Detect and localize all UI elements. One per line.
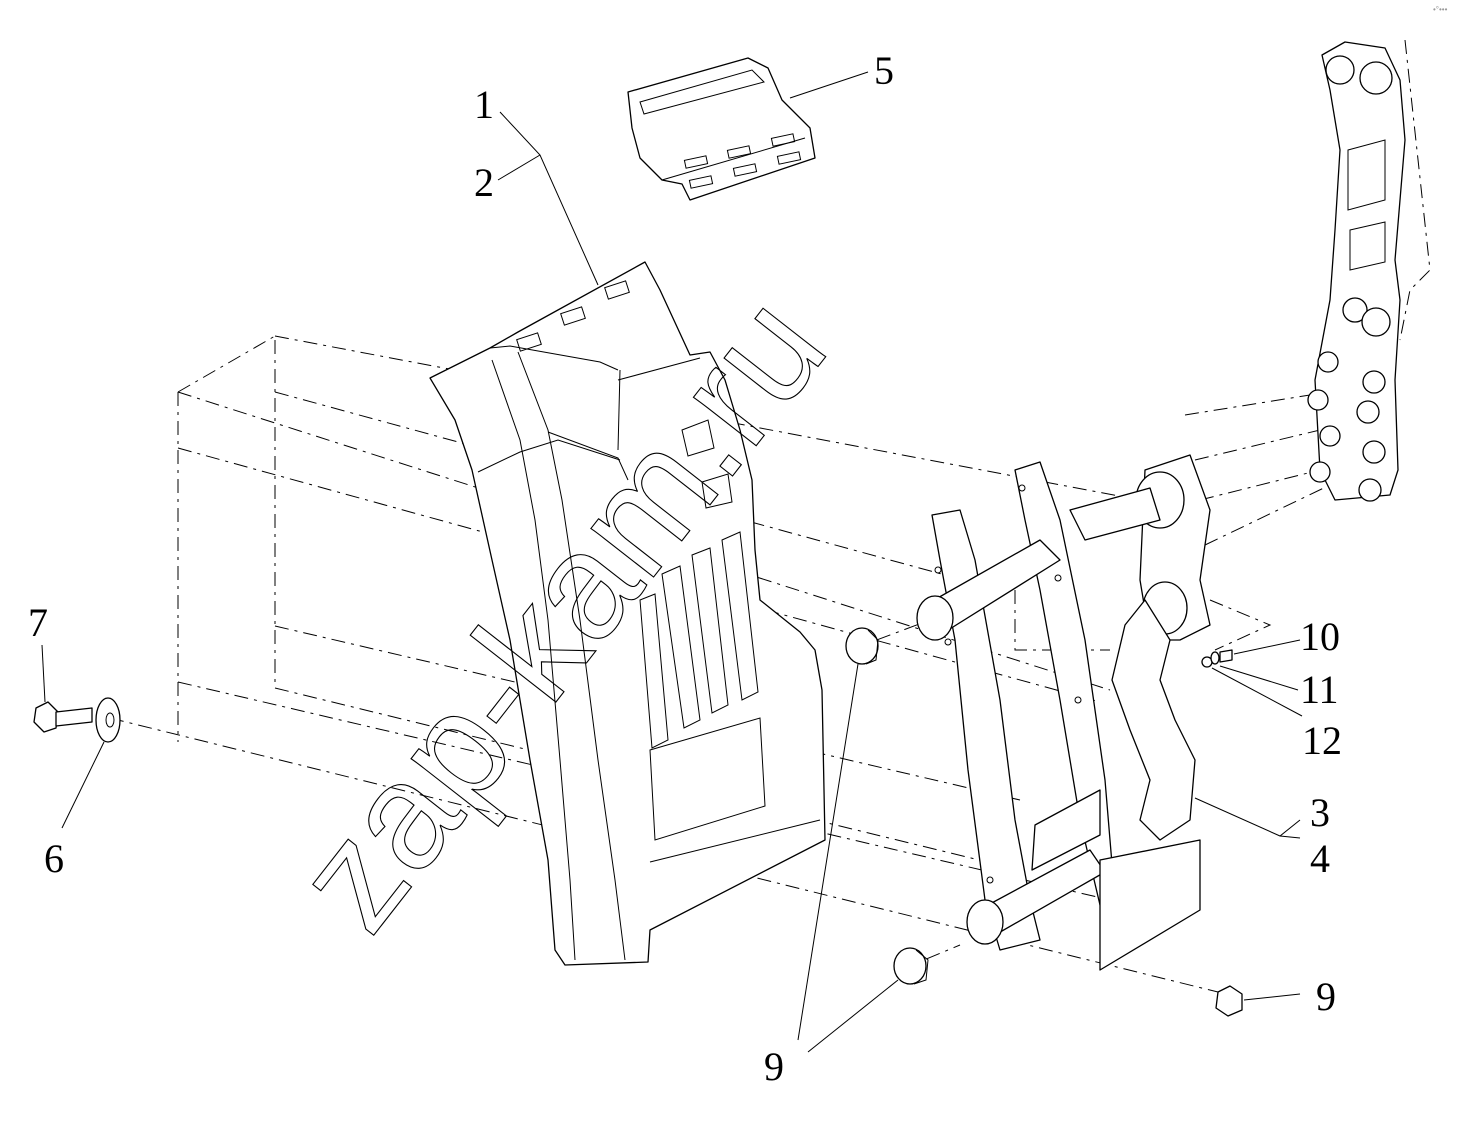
callout-9-nut: 9 [1316,974,1336,1019]
callout-10: 10 [1300,614,1340,659]
callout-2: 2 [474,160,494,205]
part-6-washer [95,697,121,743]
callout-5: 5 [874,48,894,93]
callout-6: 6 [44,836,64,881]
callout-labels: 1 2 5 7 6 9 9 10 11 12 3 4 [28,48,1342,1089]
part-7-bolt [33,701,93,733]
part-5-cover [627,57,816,201]
part-3-bracket-plates [916,454,1211,971]
callout-4: 4 [1310,836,1330,881]
part-9-plug-lower [893,947,929,985]
callout-12: 12 [1302,718,1342,763]
part-10-12-small-fasteners [1201,649,1233,668]
corner-mark: •°••• [1433,5,1448,14]
leader-lines [41,71,1303,1053]
frame-bracket [1307,41,1406,502]
callout-11: 11 [1300,667,1339,712]
callout-7: 7 [28,600,48,645]
callout-1: 1 [474,82,494,127]
part-9-plug-upper [845,627,879,665]
callout-3: 3 [1310,790,1330,835]
callout-9-plugs: 9 [764,1044,784,1089]
part-1-fender-panel [429,261,826,966]
part-9-nut [1215,985,1243,1017]
